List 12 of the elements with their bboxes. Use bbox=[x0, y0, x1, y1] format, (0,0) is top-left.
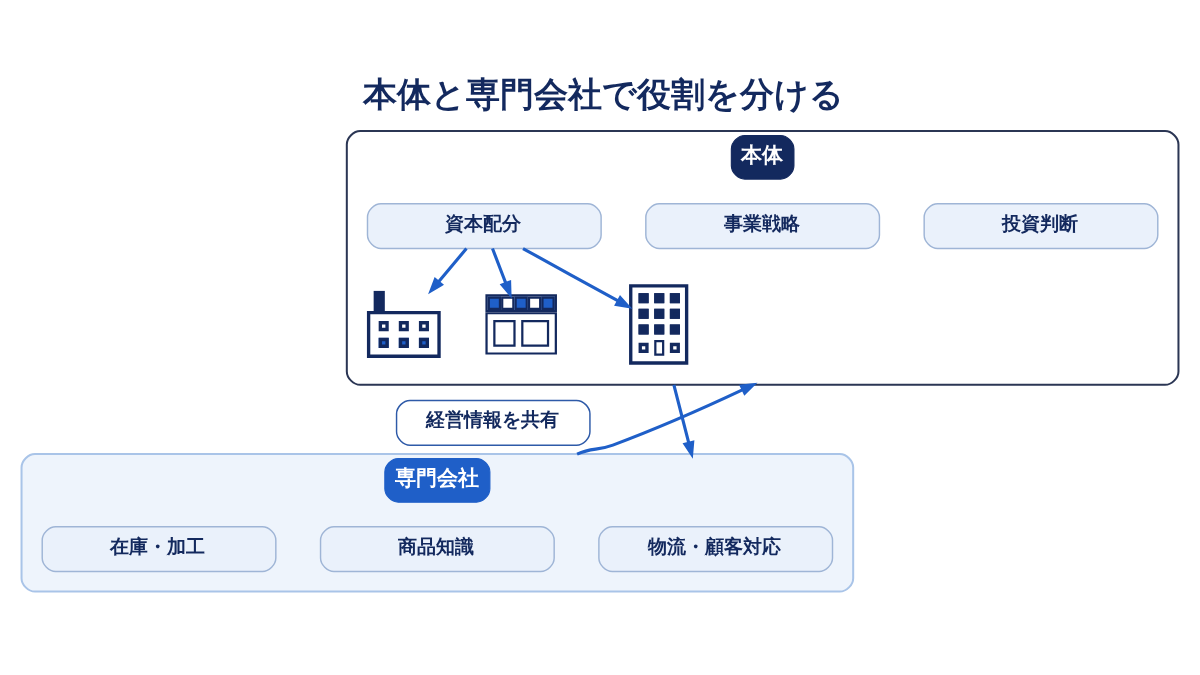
node-box: 投資判断 bbox=[923, 202, 1159, 249]
node-box: 経営情報を共有 bbox=[395, 399, 591, 446]
arrow bbox=[491, 247, 512, 298]
node-box: 商品知識 bbox=[319, 525, 555, 572]
node-box: 物流・顧客対応 bbox=[598, 525, 834, 572]
diagram-title: 本体と専門会社で役割を分ける bbox=[363, 74, 845, 114]
node-box: 在庫・加工 bbox=[41, 525, 277, 572]
node-box: 資本配分 bbox=[366, 202, 602, 249]
arrow bbox=[522, 246, 633, 309]
arrow bbox=[672, 383, 695, 459]
node-box: 事業戦略 bbox=[645, 202, 881, 249]
arrow bbox=[428, 247, 468, 294]
